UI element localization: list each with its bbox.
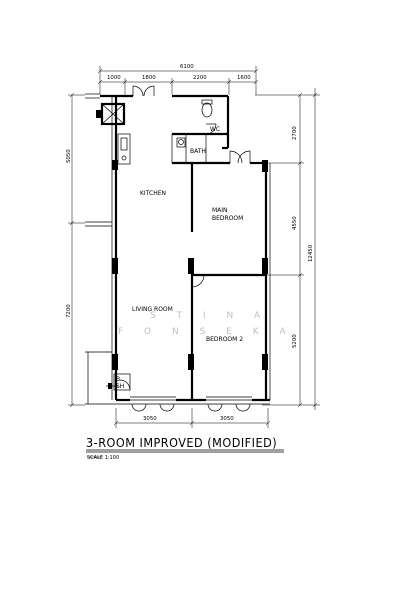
windows: [85, 93, 252, 412]
dim-left-2: 7200: [66, 304, 72, 318]
left-dimension: 5050 7200: [66, 92, 85, 408]
dim-top-3: 2200: [193, 75, 207, 81]
sink-icon: [120, 137, 128, 151]
label-bedroom-2: BEDROOM 2: [206, 336, 243, 343]
top-dimension: 6100 1000 1800 2200 1600: [97, 64, 259, 95]
watermark-line-1: S T I N A: [150, 311, 269, 321]
label-main-bedroom-2: BEDROOM: [212, 215, 243, 222]
label-bs-1: B: [116, 376, 120, 383]
label-wc: WC: [210, 126, 220, 133]
dim-bottom-2: 3050: [220, 416, 234, 422]
plan-scale: SCALE 1:100: [87, 455, 119, 461]
fixtures: [96, 99, 213, 391]
dim-top-total: 6100: [180, 64, 194, 70]
bottom-dimension: 3050 3050: [113, 408, 271, 428]
label-main-bedroom-1: MAIN: [212, 207, 228, 214]
stove-icon: [121, 155, 127, 161]
dim-top-4: 1600: [237, 75, 251, 81]
bomb-shelter-icon: [113, 373, 131, 391]
dim-top-1: 1000: [107, 75, 121, 81]
watermark-line-2: F O N S E K A: [118, 327, 295, 337]
label-kitchen: KITCHEN: [140, 190, 166, 197]
doors: [119, 85, 251, 391]
label-bath: BATH: [190, 148, 206, 155]
columns: [112, 160, 268, 370]
dim-left-1: 5050: [66, 149, 72, 163]
label-living-room: LIVING ROOM: [132, 306, 173, 313]
dim-right-total: 12450: [308, 244, 314, 262]
basin-icon: [176, 137, 186, 148]
plan-title: 3-ROOM IMPROVED (MODIFIED): [86, 435, 277, 450]
dim-right-1: 2700: [292, 126, 298, 140]
dim-right-2: 4550: [292, 216, 298, 230]
dim-bottom-1: 3050: [143, 416, 157, 422]
dim-right-3: 5200: [292, 334, 298, 348]
title-block: 3-ROOM IMPROVED (MODIFIED) SCALE 1:100: [86, 435, 284, 461]
toilet-icon: [201, 102, 213, 118]
dim-top-2: 1800: [142, 75, 156, 81]
label-bs-2: SH: [116, 383, 124, 390]
right-dimension: 2700 4550 5200 12450: [255, 88, 320, 410]
kitchen-counter: [117, 133, 131, 165]
